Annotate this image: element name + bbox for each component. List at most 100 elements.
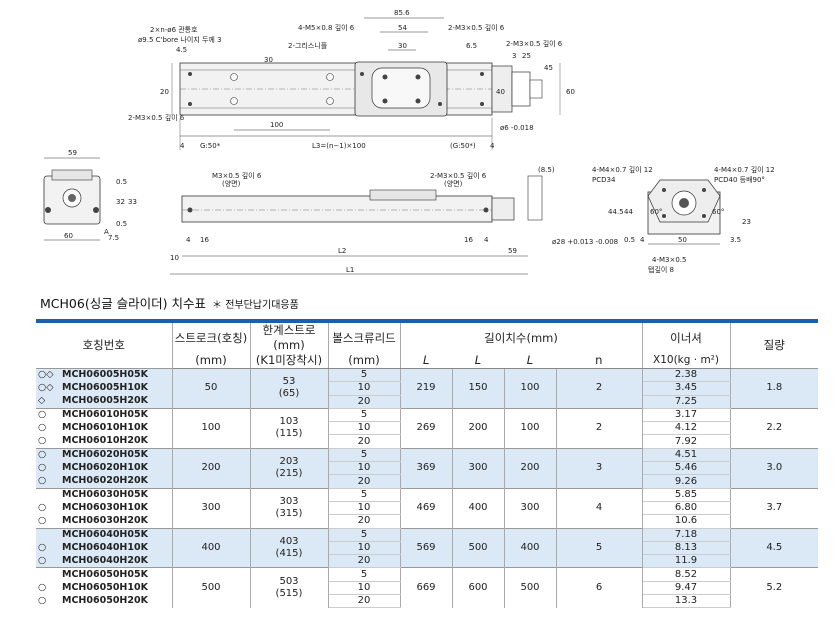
model-number: MCH06005H05K (62, 369, 148, 381)
model-number: MCH06030H05K (62, 489, 148, 501)
dim-4-left: 4 (180, 142, 185, 150)
model-number: MCH06040H10K (62, 542, 148, 553)
dim-side-4-right: 4 (484, 236, 489, 244)
model-number: MCH06040H05K (62, 528, 148, 540)
model-number: MCH06010H05K (62, 409, 148, 421)
stroke-cell: 400 (172, 527, 251, 568)
mass-cell-value: 5.2 (766, 582, 783, 594)
model-cell: ○◇MCH06005H05K (36, 367, 173, 382)
length-l2-cell: 300 (504, 487, 557, 529)
title-note: ＊ 전부단납기대응품 (212, 300, 299, 311)
model-number: MCH06020H10K (62, 462, 148, 474)
mass-cell-value: 3.0 (766, 462, 783, 474)
header-row-1: 호칭번호 스트로크(호칭) 한계스트로(mm) 볼스크류리드 길이치수(mm) … (36, 321, 819, 369)
model-cell: ○MCH06010H05K (36, 407, 173, 422)
dim-10: 10 (170, 254, 179, 262)
dim-59: 59 (68, 149, 77, 157)
model-cell: ◇MCH06005H20K (36, 395, 173, 409)
dim-20: 20 (160, 88, 169, 96)
n-cell: 3 (556, 447, 643, 489)
model-cell: ○MCH06020H10K (36, 461, 173, 475)
dim-60-end: 60 (64, 232, 73, 240)
lead-cell: 20 (328, 594, 401, 609)
table-title: MCH06(싱글 슬라이더) 치수표 ＊ 전부단납기대응품 (40, 293, 299, 311)
dim-8-5: (8.5) (538, 166, 555, 174)
inertia-cell: 9.47 (642, 581, 731, 596)
stroke-cell-value: 200 (201, 462, 221, 474)
length-l1-cell-value: 600 (468, 582, 488, 594)
stroke-cell-value: 300 (201, 502, 221, 514)
callout-side-m3-2: 2-M3×0.5 깊이 6 (430, 171, 487, 180)
model-cell: ○MCH06040H10K (36, 541, 173, 555)
mass-cell-value: 4.5 (766, 542, 783, 553)
mass-cell: 4.5 (730, 527, 819, 568)
inertia-cell: 13.3 (642, 594, 731, 609)
dim-0-5-bottom: 0.5 (116, 220, 127, 228)
dim-60deg-left: 60° (650, 208, 662, 216)
length-l-cell: 219 (400, 368, 453, 409)
dim-85-6: 85.6 (394, 9, 410, 17)
stroke-cell-value: 400 (201, 542, 221, 553)
header-stroke: 스트로크(호칭) (172, 321, 251, 353)
limit-stroke-cell: 53(65) (250, 368, 329, 409)
limit-stroke-cell-value: 403 (279, 536, 299, 547)
inertia-cell: 8.13 (642, 541, 731, 556)
lead-cell: 10 (328, 541, 401, 556)
inertia-cell: 11.9 (642, 554, 731, 569)
limit-stroke-cell: 203(215) (250, 447, 329, 489)
mass-cell: 3.7 (730, 487, 819, 529)
limit-stroke-cell: 303(315) (250, 487, 329, 529)
length-l-cell-value: 219 (416, 382, 436, 394)
header-l: L (400, 353, 452, 369)
dim-side-16-right: 16 (464, 236, 473, 244)
inertia-cell: 3.17 (642, 407, 731, 423)
dim-100: 100 (270, 121, 283, 129)
dim-4-right: 4 (490, 142, 495, 150)
n-cell-value: 3 (595, 462, 603, 474)
stroke-cell: 300 (172, 487, 251, 529)
callout-side-both-b: (양면) (444, 179, 463, 188)
model-cell: ○MCH06020H05K (36, 447, 173, 462)
header-model: 호칭번호 (36, 321, 173, 369)
n-cell-value: 6 (595, 582, 603, 594)
dim-32: 32 (116, 198, 125, 206)
n-cell: 6 (556, 567, 643, 608)
lead-cell: 10 (328, 461, 401, 476)
header-inertia: 이너셔 (642, 321, 731, 353)
limit-stroke-cell-sub: (215) (275, 468, 303, 480)
n-cell: 2 (556, 368, 643, 409)
lead-cell: 5 (328, 407, 401, 423)
limit-stroke-cell-value: 203 (279, 456, 299, 468)
model-number: MCH06040H20K (62, 555, 148, 567)
model-cell: MCH06040H05K (36, 527, 173, 542)
lead-cell: 10 (328, 381, 401, 396)
n-cell: 2 (556, 407, 643, 449)
title-text: MCH06(싱글 슬라이더) 치수표 (40, 296, 207, 311)
inertia-cell: 2.38 (642, 367, 731, 383)
limit-stroke-cell: 103(115) (250, 407, 329, 449)
n-cell-value: 4 (595, 502, 603, 514)
length-l-cell-value: 369 (416, 462, 436, 474)
length-l2-cell-value: 400 (520, 542, 540, 553)
length-l1-cell-value: 150 (468, 382, 488, 394)
inertia-cell: 7.18 (642, 527, 731, 542)
model-cell: ○MCH06040H20K (36, 554, 173, 568)
dim-shaft-28: ø28 +0.013 -0.008 (552, 238, 618, 246)
right-view-drawing: 4-M4×0.7 깊이 12 PCD34 4-M4×0.7 깊이 12 PCD4… (592, 165, 775, 274)
n-cell-value: 5 (595, 542, 603, 553)
availability-mark: ○ (38, 581, 47, 593)
limit-stroke-cell-value: 503 (279, 576, 299, 588)
availability-mark: ○ (38, 595, 47, 607)
length-l2-cell: 200 (504, 447, 557, 489)
inertia-cell: 3.45 (642, 381, 731, 396)
model-cell: MCH06050H05K (36, 567, 173, 582)
length-l1-cell-value: 200 (468, 422, 488, 434)
dim-25: 25 (522, 52, 531, 60)
mass-cell: 3.0 (730, 447, 819, 489)
callout-pcd40: PCD40 등배90° (714, 175, 765, 184)
spec-table-container: 호칭번호 스트로크(호칭) 한계스트로(mm) 볼스크류리드 길이치수(mm) … (36, 319, 819, 609)
